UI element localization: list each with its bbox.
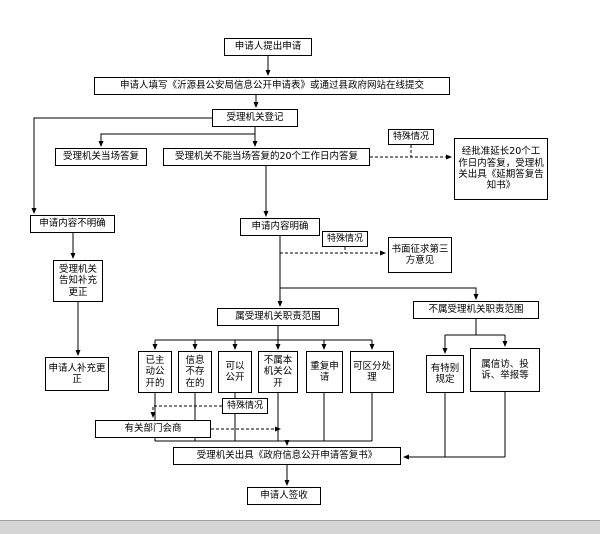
node-notify-correct: 受理机关告知补充更正 bbox=[53, 260, 103, 302]
node-can-disclose: 可以公开 bbox=[218, 351, 252, 393]
node-submit: 申请人提出申请 bbox=[224, 38, 312, 56]
node-info-not-exist: 信息不存在的 bbox=[178, 351, 212, 393]
node-third-party-opinion: 书面征求第三方意见 bbox=[388, 237, 452, 273]
node-issue-reply: 受理机关出具《政府信息公开申请答复书》 bbox=[173, 447, 401, 465]
node-petition-complaint: 属信访、投诉、举报等 bbox=[470, 348, 540, 392]
node-register: 受理机关登记 bbox=[212, 109, 298, 127]
node-sign-receipt: 申请人签收 bbox=[247, 487, 321, 505]
node-special-case-1: 特殊情况 bbox=[388, 129, 434, 145]
node-special-case-2: 特殊情况 bbox=[322, 231, 368, 247]
node-in-scope: 属受理机关职责范围 bbox=[217, 308, 339, 326]
node-fill-form: 申请人填写《沂源县公安局信息公开申请表》或通过县政府网站在线提交 bbox=[94, 77, 450, 95]
node-applicant-correct: 申请人补充更正 bbox=[45, 357, 109, 391]
node-content-unclear: 申请内容不明确 bbox=[30, 215, 115, 233]
node-20days-reply: 受理机关不能当场答复的20个工作日内答复 bbox=[163, 148, 370, 166]
node-already-public: 已主动公开的 bbox=[138, 351, 172, 393]
node-extend-reply: 经批准延长20个工作日内答复，受理机关出具《延期答复告知书》 bbox=[454, 138, 548, 200]
node-special-case-3: 特殊情况 bbox=[222, 398, 268, 414]
node-separable-handling: 可区分处理 bbox=[350, 351, 394, 393]
node-onspot-reply: 受理机关当场答复 bbox=[55, 148, 147, 166]
node-special-rule: 有特别规定 bbox=[426, 355, 464, 393]
node-content-clear: 申请内容明确 bbox=[240, 218, 320, 236]
node-out-of-scope: 不属受理机关职责范围 bbox=[413, 301, 539, 319]
node-dept-consult: 有关部门会商 bbox=[95, 420, 211, 438]
node-repeat-application: 重复申请 bbox=[306, 351, 343, 393]
window-bottom-edge bbox=[0, 520, 600, 534]
node-not-this-org: 不属本机关公开 bbox=[258, 351, 298, 393]
